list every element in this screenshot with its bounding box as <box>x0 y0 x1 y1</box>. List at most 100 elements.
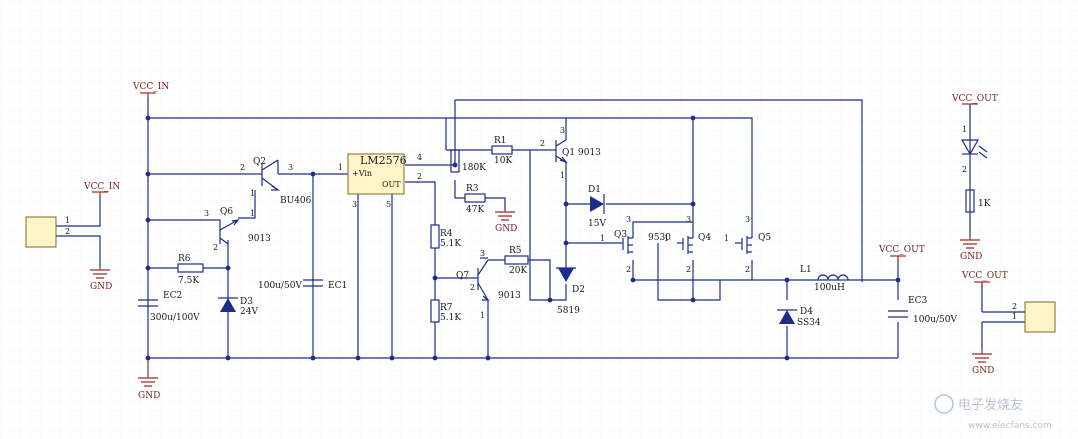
q3-ref: Q3 <box>614 230 627 240</box>
capacitor-ec3: EC3 100u/50V <box>888 296 957 325</box>
junctions <box>145 115 901 361</box>
svg-text:3: 3 <box>560 126 565 135</box>
q6-ref: Q6 <box>220 207 233 217</box>
svg-text:3: 3 <box>745 215 750 224</box>
svg-text:3: 3 <box>480 249 485 258</box>
ic-pin-5: 5 <box>386 200 391 209</box>
ec2-ref: EC2 <box>163 291 182 301</box>
svg-text:1: 1 <box>962 125 967 134</box>
d4-value: SS34 <box>797 318 821 328</box>
vcc-out-led-symbol: VCC_OUT <box>951 94 998 105</box>
vcc-out-main-symbol: VCC_OUT <box>878 245 925 262</box>
d4-ref: D4 <box>800 307 813 317</box>
l1-ref: L1 <box>800 265 812 275</box>
svg-text:2: 2 <box>962 165 967 174</box>
svg-text:2: 2 <box>240 163 245 172</box>
watermark-text: 电子发烧友 <box>958 397 1023 413</box>
gnd-label-conn-out: GND <box>972 366 994 376</box>
zener-d1: D1 15V <box>588 185 606 229</box>
r-led-value: 1K <box>978 199 991 209</box>
gnd-symbol-main: GND <box>138 360 160 401</box>
transistor-q7: 3 2 1 Q7 9013 <box>456 249 521 320</box>
svg-text:1: 1 <box>600 234 605 243</box>
wires <box>56 97 1025 360</box>
svg-text:1: 1 <box>724 234 729 243</box>
ic-pin-4: 4 <box>417 153 422 162</box>
conn-out-pin-1: 1 <box>1012 312 1017 321</box>
r6-ref: R6 <box>178 254 191 264</box>
resistor-r3: R3 47K <box>464 184 486 215</box>
svg-text:1: 1 <box>664 234 669 243</box>
r7-value: 5.1K <box>440 313 461 323</box>
ec3-ref: EC3 <box>908 296 927 306</box>
svg-text:1: 1 <box>250 189 255 198</box>
r-top-value: 180K <box>462 163 486 173</box>
mosfet-q5: 3 1 2 Q5 <box>724 215 771 274</box>
gnd-symbol-r3: GND <box>495 210 517 234</box>
d3-value: 24V <box>240 307 258 317</box>
conn-in-pin-2: 2 <box>65 227 70 236</box>
vcc-in-main-symbol: VCC_IN <box>132 82 169 100</box>
svg-text:3: 3 <box>204 209 209 218</box>
svg-text:2: 2 <box>213 243 218 252</box>
ic-pin-2: 2 <box>417 172 422 181</box>
vcc-out-conn-label: VCC_OUT <box>961 271 1008 281</box>
resistor-r7: R7 5.1K <box>430 299 461 323</box>
r5-value: 20K <box>509 266 527 276</box>
resistor-r4: R4 5.1K <box>430 224 461 249</box>
r4-ref: R4 <box>440 229 453 239</box>
q1-ref: Q1 <box>562 148 575 158</box>
capacitor-ec2: EC2 300u/100V <box>138 291 200 323</box>
vcc-in-conn-symbol: VCC_IN <box>83 182 120 196</box>
resistor-r-top: 180K <box>450 149 486 173</box>
gnd-symbol-led: GND <box>960 236 982 262</box>
schottky-d4: D4 SS34 <box>777 307 821 328</box>
gnd-symbol-conn-out: GND <box>972 350 994 376</box>
r3-ref: R3 <box>466 184 479 194</box>
r7-ref: R7 <box>440 303 453 313</box>
r1-ref: R1 <box>494 136 507 146</box>
q2-value: BU406 <box>280 196 312 206</box>
vcc-in-main-label: VCC_IN <box>132 82 169 92</box>
d2-ref: D2 <box>572 285 585 295</box>
ic-vin-label: +Vin <box>352 169 372 178</box>
conn-in-pin-1: 1 <box>65 216 70 225</box>
mosfet-q4: 3 1 2 Q4 9530 <box>648 215 711 274</box>
r6-value: 7.5K <box>178 276 199 286</box>
d2-value: 5819 <box>557 306 580 316</box>
ic-out-label: OUT <box>382 180 401 189</box>
watermark-logo: 电子发烧友 www.elecfans.com <box>934 394 1052 431</box>
lm2576-ic: LM2576 +Vin OUT 1 4 2 3 5 <box>338 153 422 209</box>
transistor-q6: 3 2 1 Q6 9013 <box>204 207 271 252</box>
l1-value: 100uH <box>814 283 845 293</box>
ec1-ref: EC1 <box>328 281 347 291</box>
vcc-out-main-label: VCC_OUT <box>878 245 925 255</box>
ec2-value: 300u/100V <box>150 313 200 323</box>
gnd-symbol-conn-in: GND <box>90 266 112 292</box>
q-fet-value: 9530 <box>648 233 671 243</box>
input-connector: 1 2 <box>25 216 70 248</box>
vcc-in-conn-label: VCC_IN <box>83 182 120 192</box>
q1-value: 9013 <box>578 148 601 158</box>
capacitor-ec1: EC1 100u/50V <box>258 279 347 291</box>
svg-text:2: 2 <box>540 139 545 148</box>
q5-ref: Q5 <box>758 233 771 243</box>
r5-ref: R5 <box>509 246 522 256</box>
svg-text:1: 1 <box>560 171 565 180</box>
inductor-l1: L1 100uH <box>800 265 849 293</box>
gnd-label-conn-in: GND <box>90 282 112 292</box>
ic-pin-3: 3 <box>352 200 357 209</box>
svg-text:3: 3 <box>626 215 631 224</box>
zener-d3: D3 24V <box>218 297 258 317</box>
d3-ref: D3 <box>240 297 253 307</box>
resistor-r6: R6 7.5K <box>177 254 204 286</box>
ec3-value: 100u/50V <box>913 315 957 325</box>
svg-text:3: 3 <box>288 163 293 172</box>
schottky-d2: D2 5819 <box>556 267 585 316</box>
mosfet-q3: 3 1 2 Q3 <box>600 215 633 274</box>
q6-value: 9013 <box>248 234 271 244</box>
gnd-label-led: GND <box>960 252 982 262</box>
svg-text:2: 2 <box>626 265 631 274</box>
d1-ref: D1 <box>588 185 601 195</box>
